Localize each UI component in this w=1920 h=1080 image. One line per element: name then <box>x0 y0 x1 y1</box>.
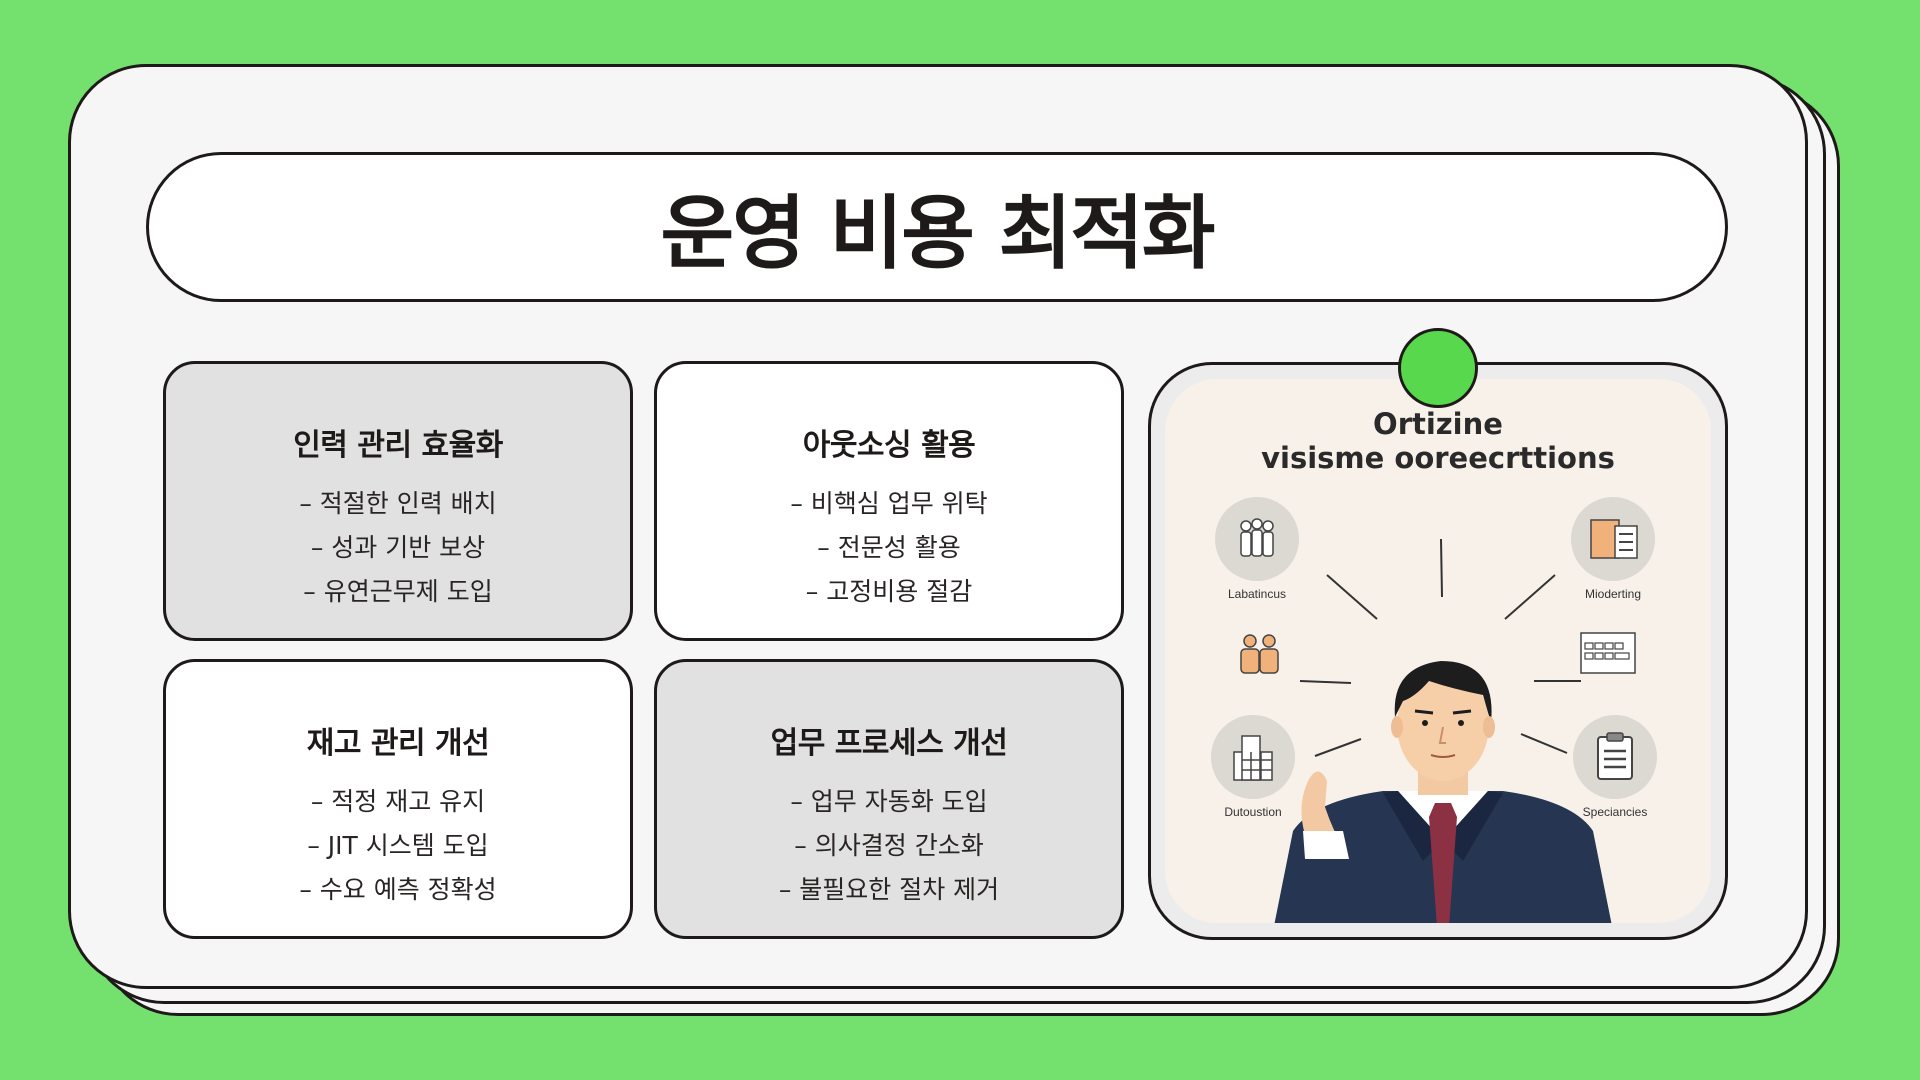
list-item: – 비핵심 업무 위탁 <box>790 489 988 518</box>
document-stack-icon <box>1571 497 1655 581</box>
list-item: – 전문성 활용 <box>817 533 961 562</box>
keyboard-icon <box>1577 629 1639 681</box>
illustration-title: Ortizine visisme ooreecrttions <box>1165 407 1711 475</box>
card-list: – 적정 재고 유지 – JIT 시스템 도입 – 수요 예측 정확성 <box>299 780 496 912</box>
title-banner: 운영 비용 최적화 <box>146 152 1728 302</box>
caption-bottom-right: Speciancies <box>1582 805 1648 819</box>
card-list: – 업무 자동화 도입 – 의사결정 간소화 – 불필요한 절차 제거 <box>779 780 999 912</box>
pin-dot <box>1398 328 1478 408</box>
list-item: – 업무 자동화 도입 <box>790 787 988 816</box>
caption-top-left: Labatincus <box>1227 587 1287 601</box>
clipboard-icon <box>1573 715 1657 799</box>
list-item: – 고정비용 절감 <box>805 577 973 606</box>
list-item: – 적정 재고 유지 <box>310 787 486 816</box>
card-inventory: 재고 관리 개선 – 적정 재고 유지 – JIT 시스템 도입 – 수요 예측… <box>163 659 633 939</box>
illustration-title-line1: Ortizine <box>1373 407 1503 441</box>
team-pair-icon <box>1235 629 1285 681</box>
card-heading: 인력 관리 효율화 <box>293 428 503 463</box>
illustration-image: Ortizine visisme ooreecrttions Labatincu… <box>1165 379 1711 923</box>
illustration-card: Ortizine visisme ooreecrttions Labatincu… <box>1148 362 1728 940</box>
caption-top-right: Mioderting <box>1584 587 1642 601</box>
people-group-icon <box>1215 497 1299 581</box>
page-title: 운영 비용 최적화 <box>660 187 1216 280</box>
list-item: – 유연근무제 도입 <box>303 577 493 606</box>
illustration-title-line2: visisme ooreecrttions <box>1261 441 1615 475</box>
list-item: – 의사결정 간소화 <box>794 831 984 860</box>
card-workforce: 인력 관리 효율화 – 적절한 인력 배치 – 성과 기반 보상 – 유연근무제… <box>163 361 633 641</box>
card-heading: 업무 프로세스 개선 <box>770 726 1008 761</box>
card-outsourcing: 아웃소싱 활용 – 비핵심 업무 위탁 – 전문성 활용 – 고정비용 절감 <box>654 361 1124 641</box>
list-item: – 성과 기반 보상 <box>310 533 486 562</box>
card-list: – 비핵심 업무 위탁 – 전문성 활용 – 고정비용 절감 <box>790 482 987 614</box>
card-process: 업무 프로세스 개선 – 업무 자동화 도입 – 의사결정 간소화 – 불필요한… <box>654 659 1124 939</box>
radiating-lines <box>1299 538 1581 757</box>
businessman-illustration <box>1274 661 1612 923</box>
list-item: – 적절한 인력 배치 <box>299 489 497 518</box>
list-item: – JIT 시스템 도입 <box>307 831 489 860</box>
card-list: – 적절한 인력 배치 – 성과 기반 보상 – 유연근무제 도입 <box>299 482 496 614</box>
caption-bottom-left: Dutoustion <box>1224 805 1282 819</box>
list-item: – 불필요한 절차 제거 <box>778 875 1000 904</box>
list-item: – 수요 예측 정확성 <box>299 875 497 904</box>
building-icon <box>1211 715 1295 799</box>
card-heading: 재고 관리 개선 <box>306 726 490 761</box>
card-heading: 아웃소싱 활용 <box>802 428 976 463</box>
